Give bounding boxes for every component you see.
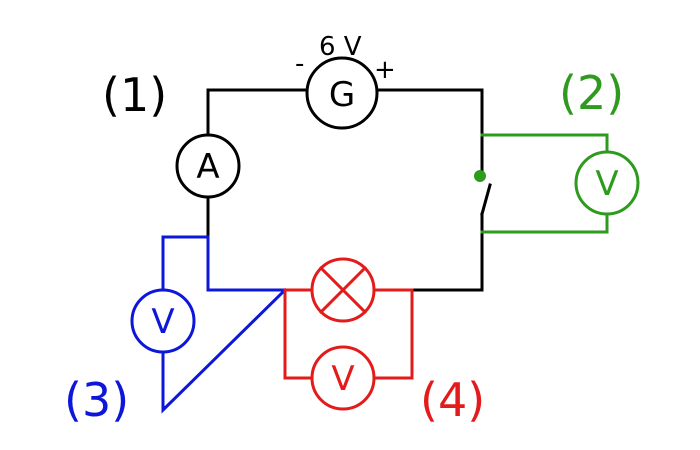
- generator-minus-terminal: -: [295, 49, 304, 79]
- voltmeter-2-letter: V: [595, 164, 618, 204]
- voltmeter-2-wire-top: [480, 133, 609, 154]
- ammeter: A: [175, 133, 241, 199]
- voltmeter-4-wire-left: [283, 288, 314, 380]
- main-circuit-wires: [206, 88, 484, 292]
- label-1: (1): [102, 68, 167, 122]
- voltmeter-3-wire-right: [206, 235, 287, 292]
- voltmeter-3: V: [130, 235, 288, 414]
- voltmeter-3-letter: V: [151, 302, 174, 342]
- voltmeter-4-wire-right: [372, 288, 414, 380]
- generator: G 6 V - +: [295, 32, 396, 130]
- generator-voltage: 6 V: [319, 32, 362, 62]
- voltmeter-2: V: [480, 133, 640, 234]
- ammeter-letter: A: [196, 147, 219, 187]
- voltmeter-3-icon: [130, 288, 196, 354]
- switch-lower-wire: [410, 212, 484, 292]
- top-left-wire: [206, 88, 308, 136]
- generator-plus-terminal: +: [374, 55, 396, 85]
- open-switch-icon: [474, 170, 492, 216]
- voltmeter-4: V: [283, 257, 414, 411]
- top-right-wire: [376, 88, 484, 176]
- voltmeter-4-letter: V: [331, 359, 354, 399]
- label-3: (3): [64, 373, 129, 427]
- voltmeter-3-wire-lower: [161, 287, 288, 414]
- voltmeter-3-wire-left: [161, 235, 210, 292]
- label-2: (2): [559, 66, 624, 120]
- voltmeter-2-icon: [574, 150, 640, 216]
- generator-icon: [305, 56, 379, 130]
- voltmeter-2-wire-bottom: [480, 212, 609, 234]
- generator-letter: G: [329, 75, 355, 115]
- switch-contact-dot: [474, 170, 486, 182]
- voltmeter-4-icon: [310, 345, 376, 411]
- lamp-icon: [310, 257, 376, 323]
- ammeter-icon: [175, 133, 241, 199]
- switch-blade: [480, 183, 492, 216]
- lamp-cross-b: [318, 265, 368, 315]
- label-4: (4): [420, 373, 485, 427]
